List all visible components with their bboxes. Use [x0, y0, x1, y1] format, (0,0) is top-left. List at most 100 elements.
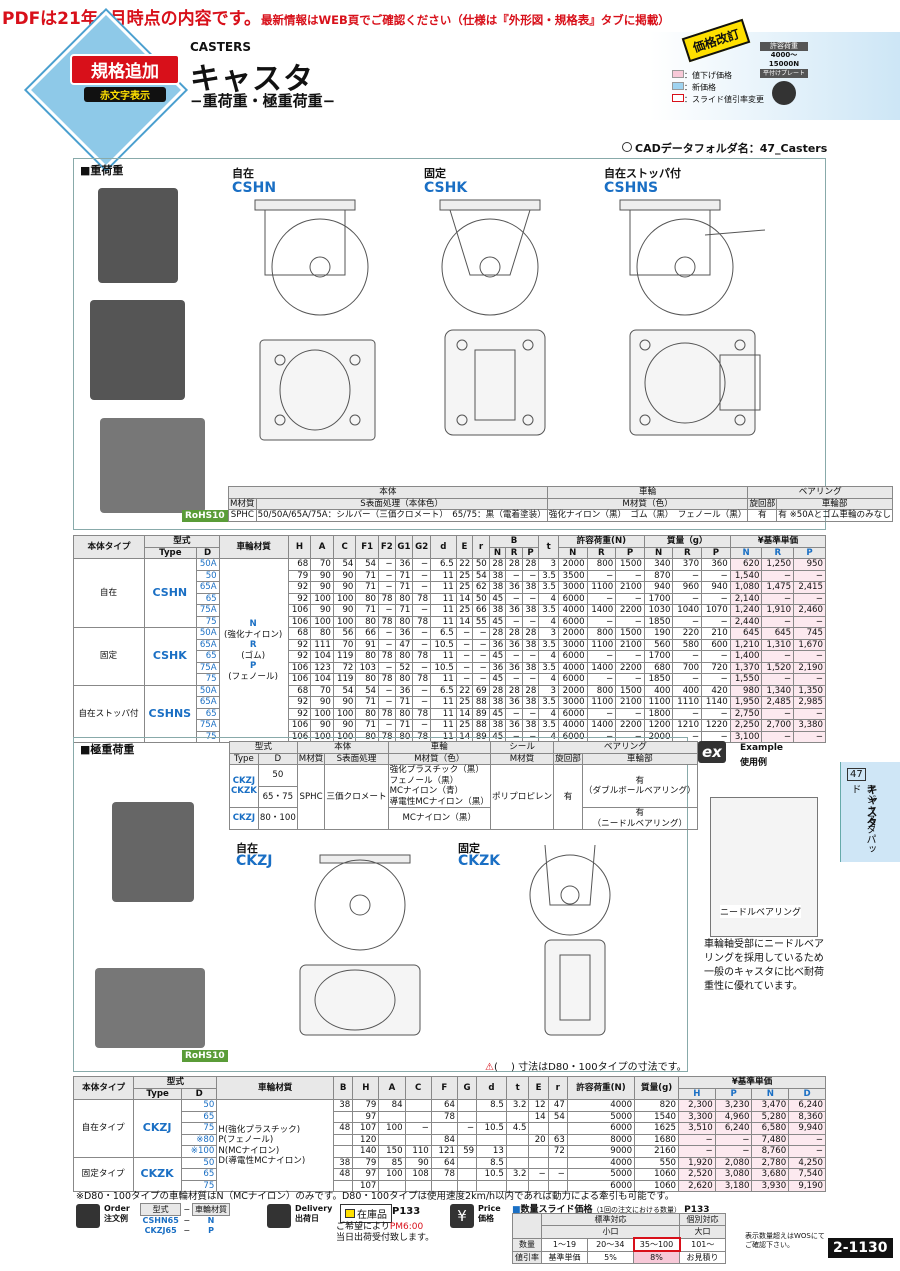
label-type3-jp: 自在ストッパ付: [604, 167, 681, 180]
banner: PDFは21年6月時点の内容です。最新情報はWEB頁でご確認ください（仕様は『外…: [2, 4, 670, 29]
stock-badge: 在庫品: [340, 1204, 392, 1223]
rohs-badge-1: RoHS10: [182, 510, 228, 522]
load-range-max: 15000N: [768, 60, 800, 68]
section-extra-heavy-title: ■極重荷重: [80, 743, 135, 756]
latest-notice: 最新情報はWEB頁でご確認ください（仕様は『外形図・規格表』タブに掲載）: [260, 13, 670, 27]
price-legend: ：値下げ価格 ：新価格 ：スライド値引率変更: [672, 70, 764, 106]
label-type1-jp: 自在: [232, 167, 254, 180]
badge-red-text: 赤文字表示: [84, 87, 166, 102]
photo-ckzj: [112, 802, 194, 902]
example-sub: 使用例: [740, 758, 768, 768]
page-title: キャスタ: [190, 62, 314, 97]
delivery-icon: [267, 1204, 291, 1228]
section-heavy-box: [73, 158, 826, 530]
cad-icon: [622, 142, 632, 152]
yen-icon: ¥: [450, 1204, 474, 1228]
side-tab-label1: キャスタ: [865, 784, 878, 828]
footnote: ※D80・100タイプの車輪材質はN（MCナイロン）のみです。D80・100タイ…: [76, 1191, 675, 1202]
label-cshn: CSHN: [232, 180, 277, 196]
photo-cshn: [98, 188, 178, 283]
slide-note: 表示数量超えはWOSにてご確認下さい。: [745, 1232, 825, 1249]
example-description: 車輪軸受部にニードルベアリングを採用しているため一般のキャスタに比べ耐荷重性に優…: [704, 939, 824, 992]
side-tab-casters[interactable]: 47 キャスタ アジャスタパッド: [840, 762, 900, 862]
order-icon: [76, 1204, 100, 1228]
page-subtitle: −重荷重・極重荷重−: [190, 92, 336, 110]
plate-label: 平付けプレート: [760, 69, 808, 78]
label-cshns: CSHNS: [604, 180, 659, 196]
load-range-box: 許容荷重 4000〜 15000N 平付けプレート: [760, 42, 808, 105]
label-ckzj-jp: 自在: [236, 842, 258, 855]
title-en: CASTERS: [190, 40, 252, 54]
cad-folder: CADデータフォルダ名：47_Casters: [622, 140, 827, 156]
label-ckzj: CKZJ: [236, 853, 273, 869]
order-example-table: 型式−車輪材質 CSHN65−N CKZJ65−P: [139, 1203, 231, 1236]
load-range-min: 4000〜: [770, 51, 798, 59]
legend-slide: ：スライド値引率変更: [684, 95, 764, 104]
label-ckzk: CKZK: [458, 853, 501, 869]
example-tag: ex: [698, 741, 726, 763]
example-title: Example: [740, 743, 784, 753]
side-tab-label2: アジャスタパッド: [849, 784, 875, 854]
label-cshk: CSHK: [424, 180, 468, 196]
header-badge: 規格追加 赤文字表示: [70, 54, 180, 102]
label-type2-jp: 固定: [424, 167, 446, 180]
stock-page-link[interactable]: P133: [392, 1206, 421, 1217]
slide-title: ■数量スライド価格（1回の注文における数量） P133: [512, 1205, 710, 1215]
drawings-heavy: [254, 199, 766, 441]
page-number: 2-1130: [828, 1238, 893, 1258]
pdf-notice: PDFは21年6月時点の内容です。: [2, 9, 261, 29]
photo-ckzk: [95, 968, 205, 1048]
badge-spec-added: 規格追加: [70, 54, 180, 85]
section-heavy-title: ■重荷重: [80, 164, 124, 177]
extra-dim-note: ⚠( ) 寸法はD80・100タイプの寸法です。: [485, 1062, 687, 1073]
wheel-material-cell-2: H(強化プラスチック)P(フェノール)N(MCナイロン)D(導電性MCナイロン): [216, 1099, 335, 1192]
side-tab-number: 47: [847, 768, 866, 781]
section-extra-heavy-box: [73, 737, 688, 1072]
drawings-extra: [299, 845, 611, 1036]
example-box: ex Example 使用例 ニードルベアリング: [698, 741, 828, 981]
wheel-material-cell: N(強化ナイロン)R(ゴム)P(フェノール): [218, 558, 289, 743]
photo-cshns: [100, 418, 205, 513]
label-ckzk-jp: 固定: [458, 842, 480, 855]
rohs-badge-2: RoHS10: [182, 1050, 228, 1062]
caster-thumb-icon: [772, 81, 796, 105]
needle-label: ニードルベアリング: [720, 905, 802, 918]
legend-new: ：新価格: [684, 83, 716, 92]
box-icon: [345, 1209, 355, 1218]
load-range-label: 許容荷重: [760, 42, 808, 51]
note-icon: ⚠: [485, 1062, 494, 1073]
legend-reduced: ：値下げ価格: [684, 71, 732, 80]
